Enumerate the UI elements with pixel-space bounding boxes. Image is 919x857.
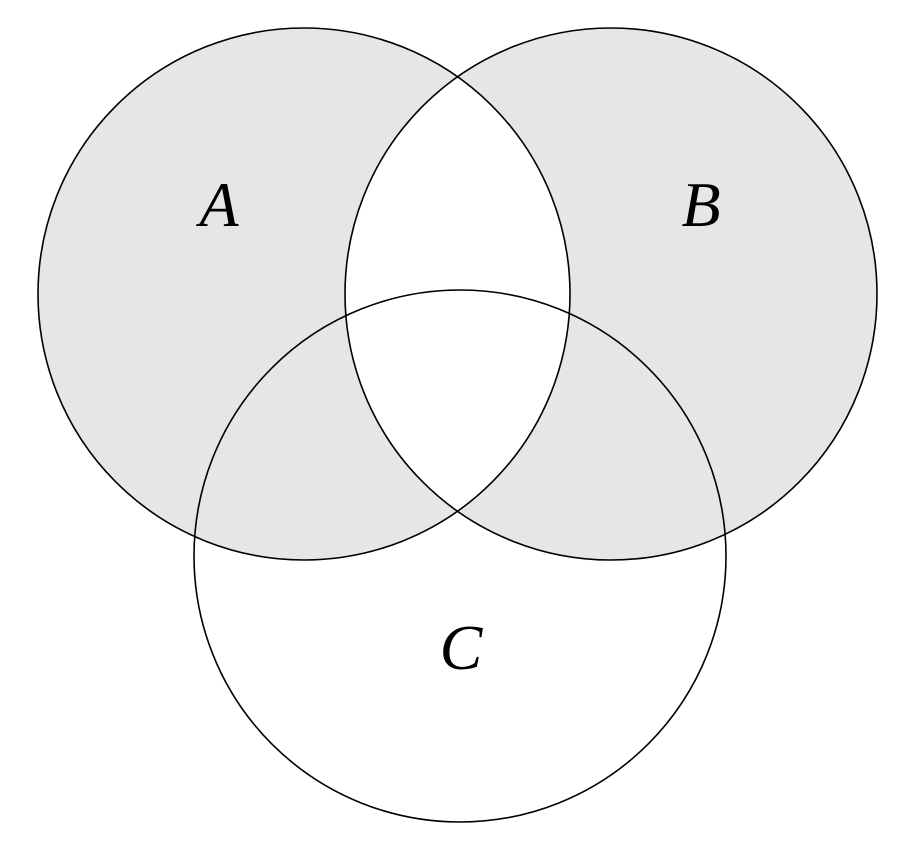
circle-a-outline xyxy=(37,27,571,561)
circle-b-outline xyxy=(344,27,878,561)
shaded-region-a-xor-b xyxy=(38,28,877,560)
set-label-c: C xyxy=(440,612,484,683)
circle-c-outline xyxy=(193,289,727,823)
set-label-b: B xyxy=(681,169,720,240)
set-label-a: A xyxy=(195,169,239,240)
